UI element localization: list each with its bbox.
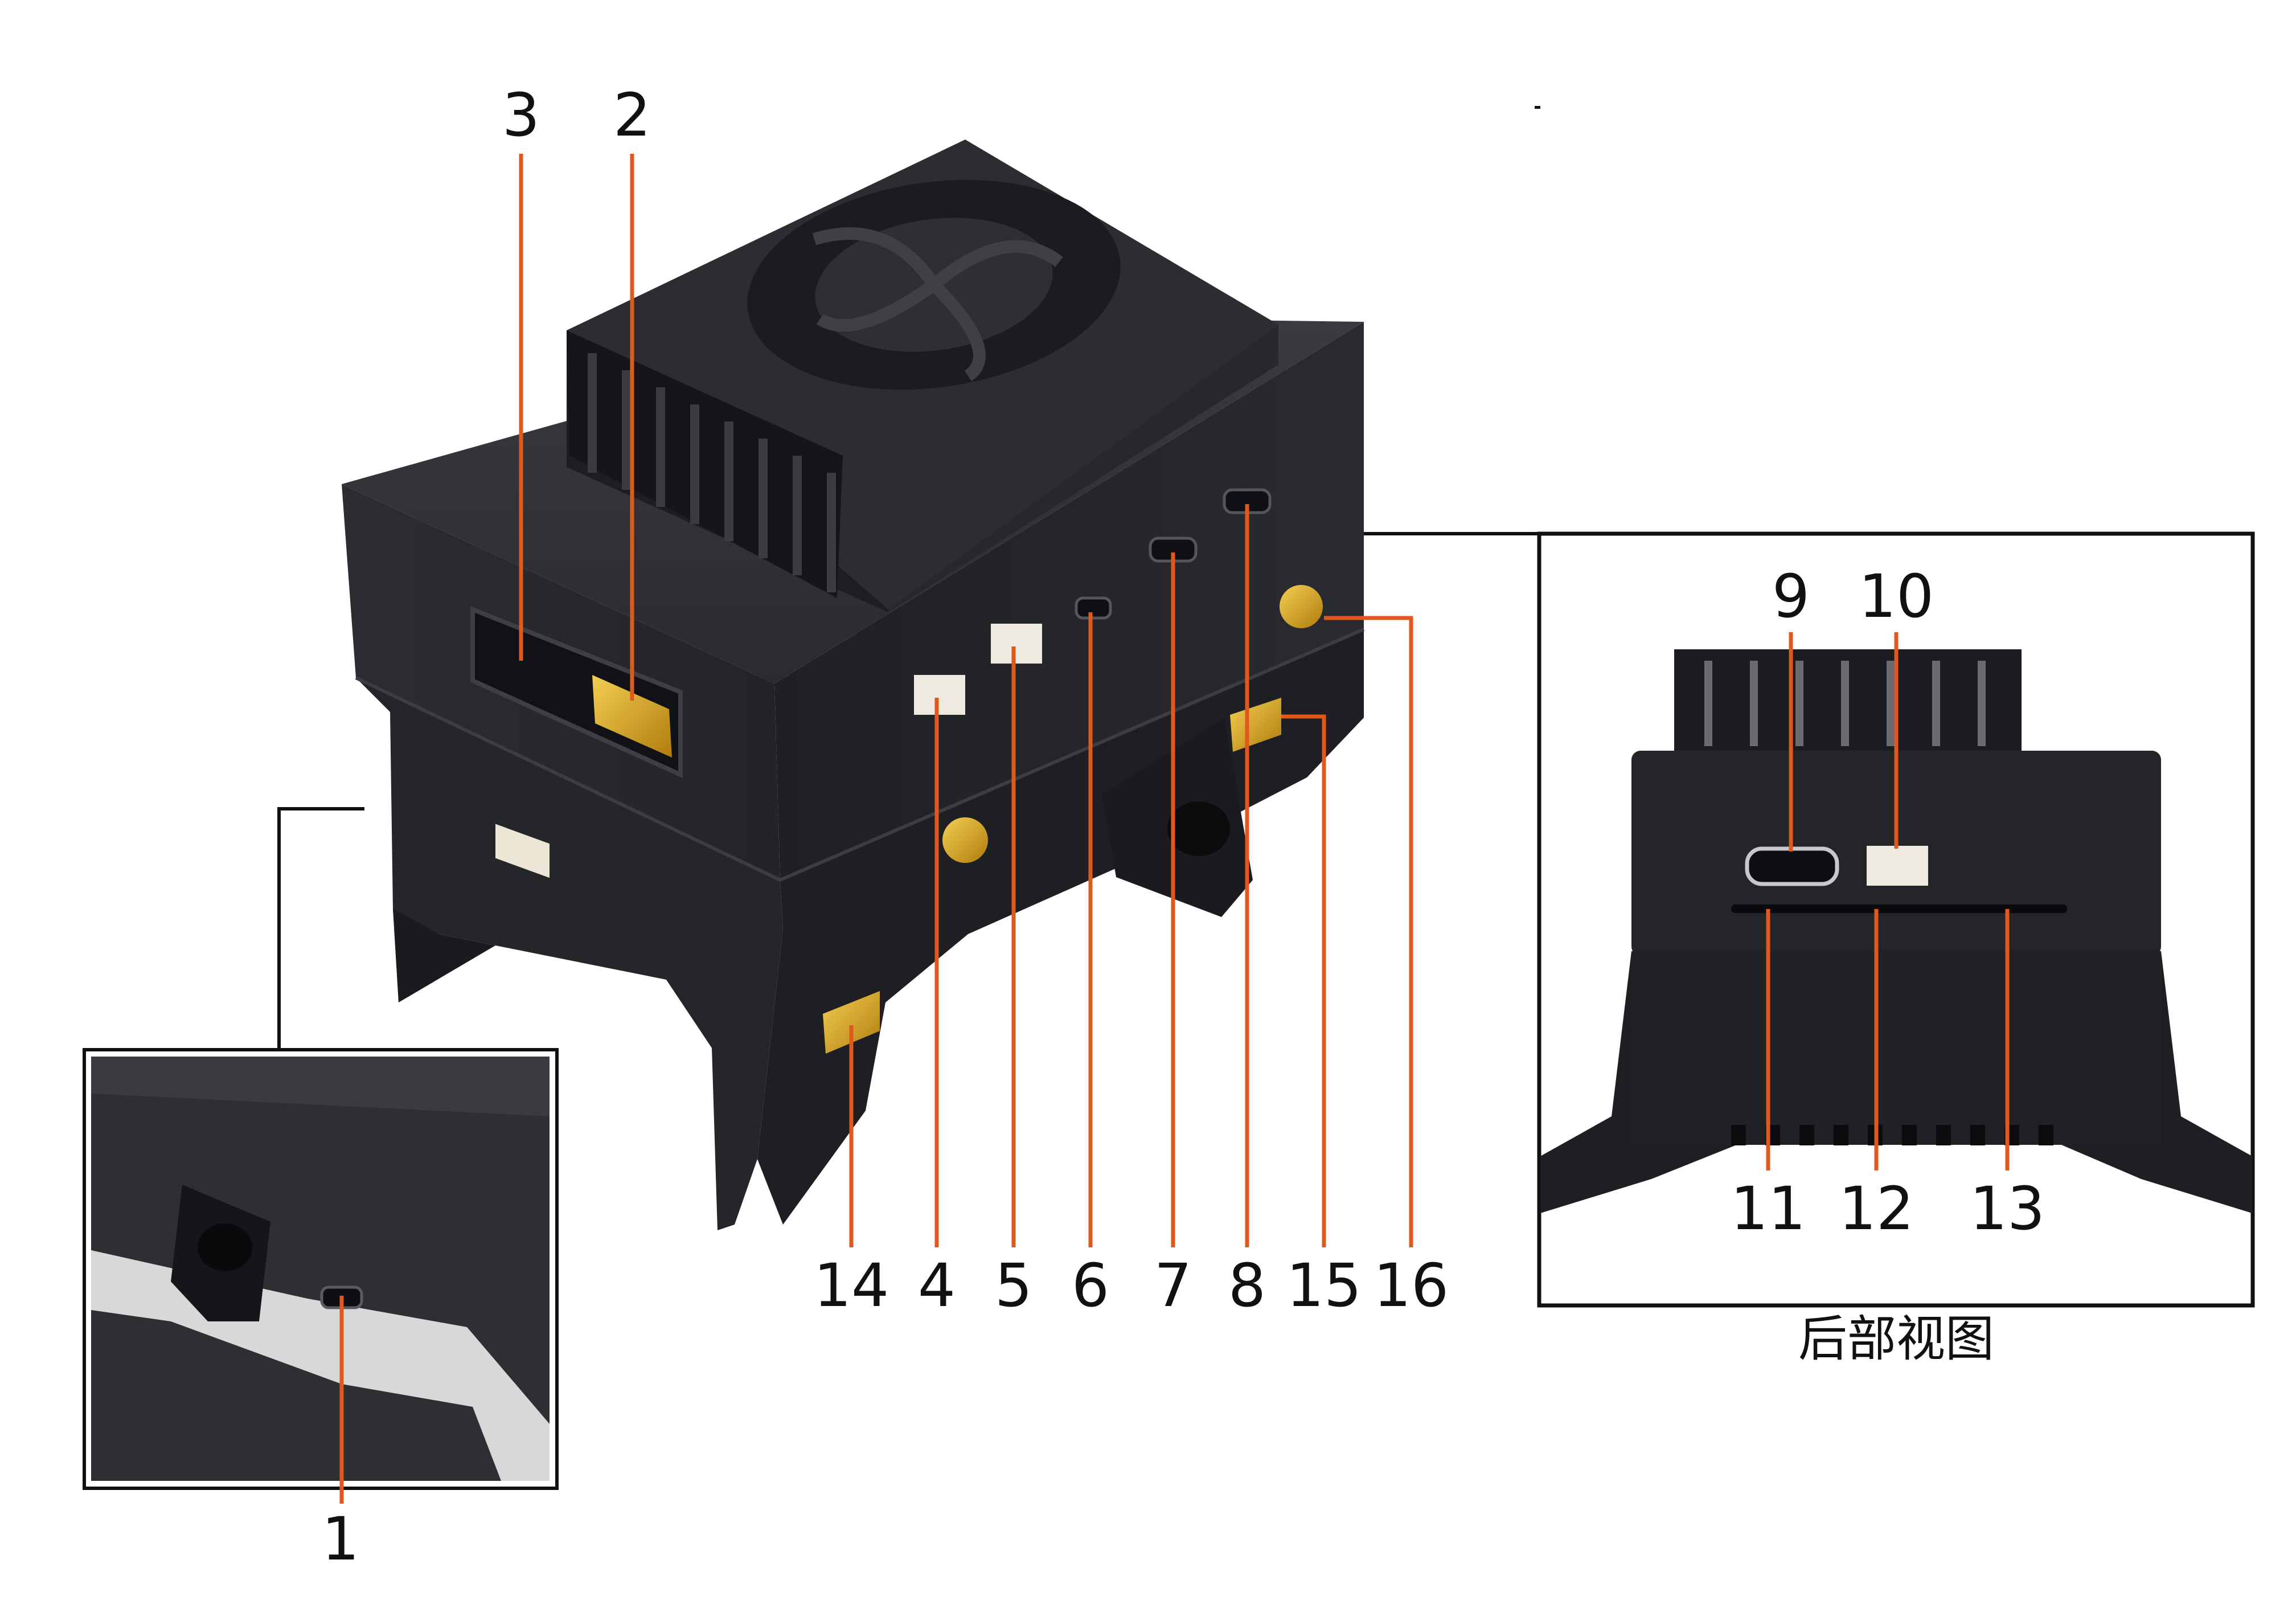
xt30-port-15-icon: [1230, 698, 1281, 752]
usb-port-6-icon: [1075, 596, 1112, 620]
jst-port-10-icon: [1867, 846, 1928, 886]
label-5: 5: [994, 1251, 1033, 1320]
label-2: 2: [613, 80, 651, 150]
stray-mark: [1535, 106, 1540, 109]
xt30-port-14-icon: [823, 991, 880, 1054]
callout-line-16: [1324, 616, 1413, 1247]
jst-port-4-icon: [914, 675, 965, 715]
label-8: 8: [1228, 1251, 1266, 1320]
label-6: 6: [1071, 1251, 1110, 1320]
card-slots-icon: [1731, 904, 2067, 913]
callout-line-15: [1281, 714, 1326, 1247]
usb-c-port-9-icon: [1745, 846, 1839, 886]
power-port-recess: [470, 606, 683, 878]
label-9: 9: [1772, 562, 1810, 631]
rear-view-inset: [1537, 531, 2255, 1308]
label-7: 7: [1154, 1251, 1192, 1320]
jst-port-5-icon: [991, 624, 1042, 664]
inset-leader-line: [277, 807, 364, 1050]
label-14: 14: [813, 1251, 889, 1320]
detail-inset: [83, 1048, 559, 1490]
callout-lines: [339, 154, 2010, 1504]
label-13: 13: [1969, 1174, 2045, 1243]
label-10: 10: [1858, 562, 1934, 631]
heatsink-fan-icon: [567, 140, 1278, 612]
label-3: 3: [502, 80, 540, 150]
label-16: 16: [1373, 1251, 1449, 1320]
antenna-connector-icon: [942, 817, 988, 863]
label-11: 11: [1730, 1174, 1806, 1243]
side-ports: [823, 488, 1323, 1054]
xt30-connector-icon: [592, 675, 672, 758]
label-1: 1: [321, 1504, 360, 1574]
rear-view-caption: 后部视图: [1798, 1311, 1994, 1368]
label-15: 15: [1286, 1251, 1362, 1320]
jst-connector-icon: [495, 824, 550, 878]
antenna-connector-16-icon: [1280, 585, 1323, 628]
label-12: 12: [1838, 1174, 1914, 1243]
label-4: 4: [917, 1251, 956, 1320]
